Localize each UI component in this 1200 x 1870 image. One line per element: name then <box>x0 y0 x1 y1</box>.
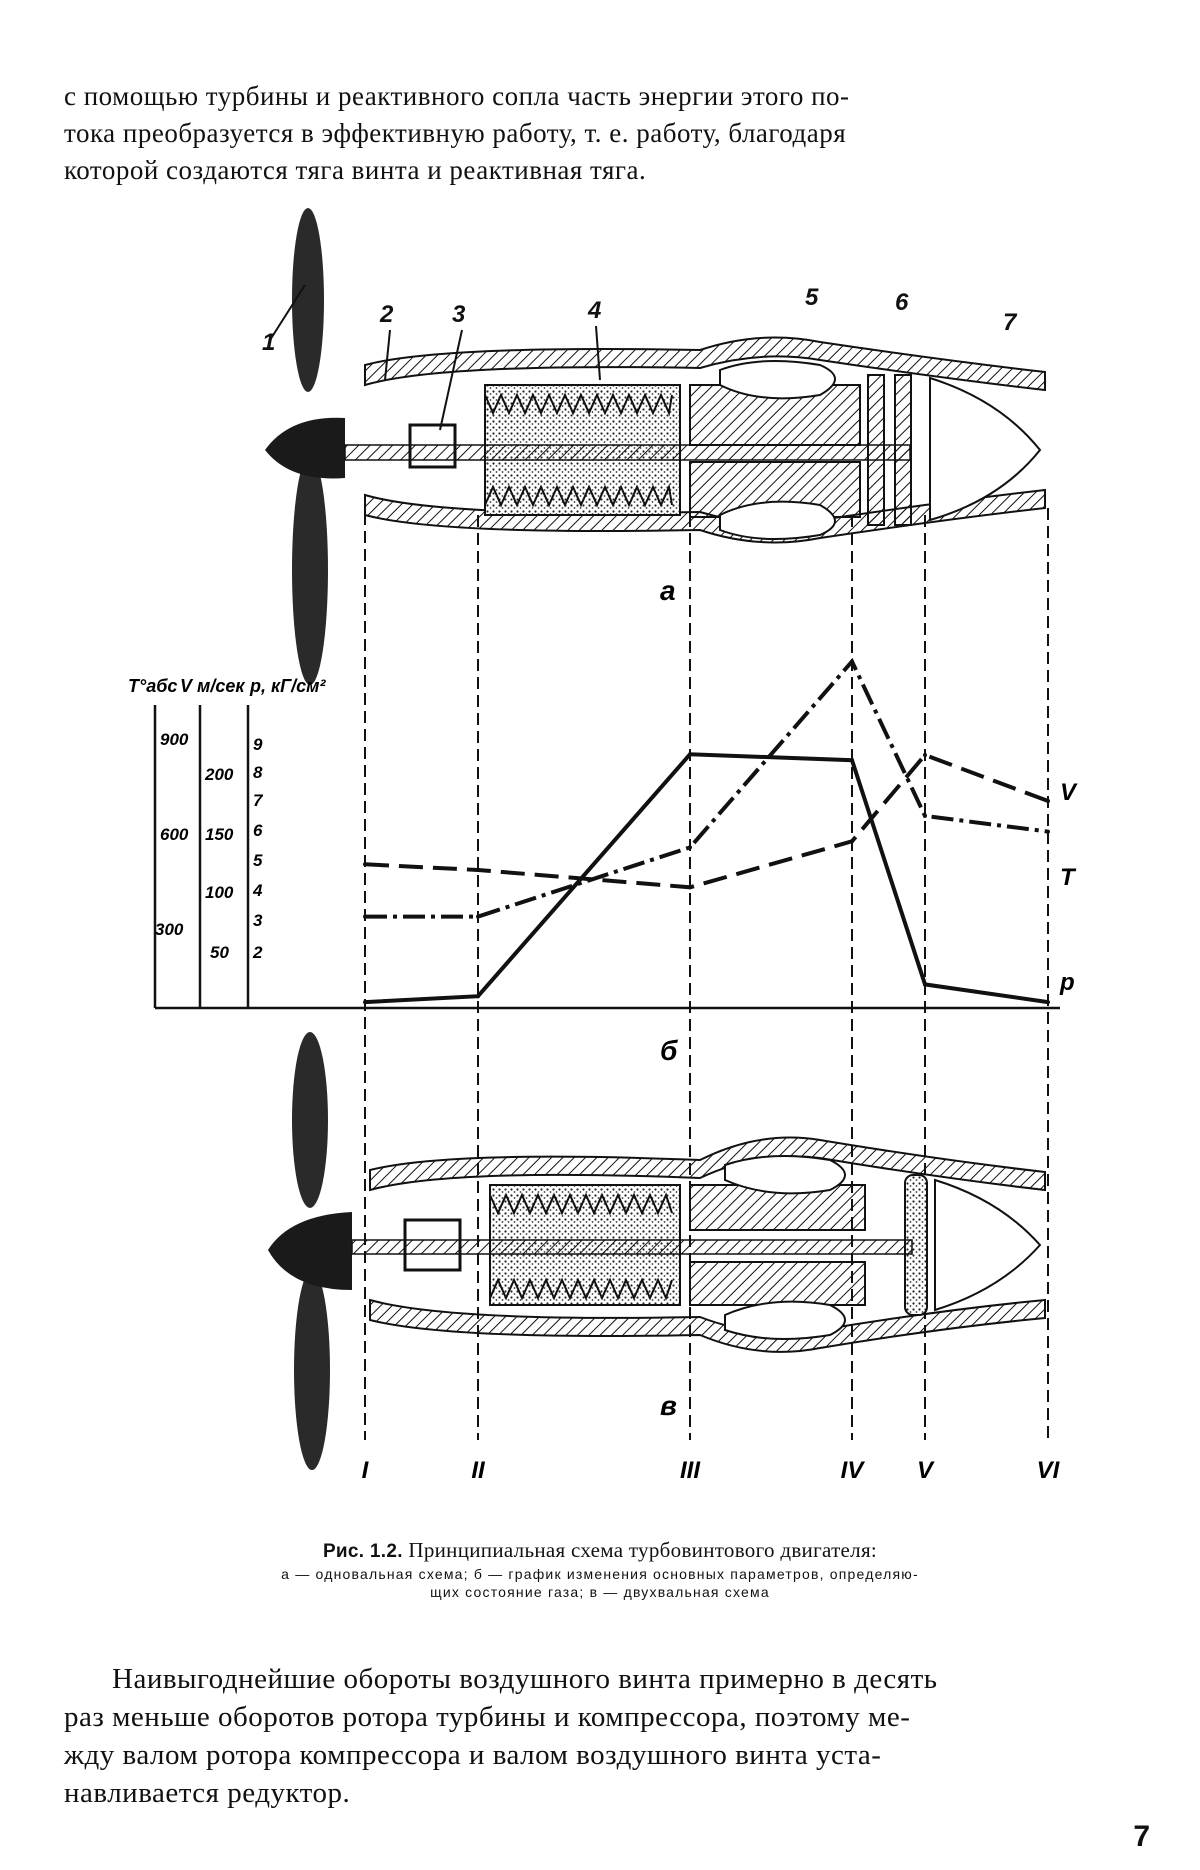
t-tick: 600 <box>160 825 189 844</box>
curve-label-p: p <box>1059 969 1075 996</box>
data-point-t <box>476 914 480 919</box>
text-line: раз меньше оборотов ротора турбины и ком… <box>64 1701 911 1733</box>
propeller-blade <box>292 455 328 685</box>
data-point-v <box>1046 799 1050 803</box>
engine-twin-shaft <box>268 1032 1046 1470</box>
section-label-iv: IV <box>841 1457 866 1484</box>
top-paragraph: с помощью турбины и реактивного сопла ча… <box>64 78 1156 189</box>
section-label-i: I <box>362 1457 370 1484</box>
t-tick: 900 <box>160 730 189 749</box>
caption-prefix: Рис. 1.2. <box>322 1541 403 1562</box>
gas-parameters-chart: T°абс V м/сек p, кГ/см² 900 600 300 200 … <box>128 657 1078 1010</box>
p-tick: 8 <box>253 763 263 782</box>
p-tick: 5 <box>253 851 263 870</box>
part-label-5: 5 <box>805 284 819 311</box>
p-tick: 7 <box>253 791 264 810</box>
page-number: 7 <box>1133 1820 1150 1853</box>
p-tick: 3 <box>253 911 263 930</box>
caption-title: Рис. 1.2. Принципиальная схема турбовинт… <box>130 1537 1070 1565</box>
part-label-2: 2 <box>379 301 394 328</box>
propeller-blade <box>292 208 324 392</box>
caption-text: Принципиальная схема турбовинтового двиг… <box>408 1538 878 1562</box>
text-line: тока преобразуется в эффективную работу,… <box>64 118 847 148</box>
spinner <box>268 1212 352 1290</box>
p-tick: 4 <box>252 881 263 900</box>
text-line: которой создаются тяга винта и реактивна… <box>64 155 647 185</box>
text-line: с помощью турбины и реактивного сопла ча… <box>64 81 850 111</box>
part-label-3: 3 <box>452 301 466 328</box>
combustion-chamber <box>724 1155 846 1195</box>
view-label-b: б <box>660 1035 678 1066</box>
part-label-7: 7 <box>1003 309 1018 336</box>
series-line-v <box>364 752 1049 890</box>
data-point-p <box>688 752 692 757</box>
curve-label-v: V <box>1060 779 1078 806</box>
p-tick: 9 <box>253 735 263 754</box>
data-point-v <box>688 885 692 890</box>
section-lines <box>364 495 1049 1440</box>
v-tick: 200 <box>204 765 234 784</box>
data-point-t <box>688 845 692 850</box>
engine-single-shaft <box>265 208 1046 685</box>
section-label-iii: III <box>680 1457 701 1484</box>
view-label-c: в <box>660 1390 677 1421</box>
data-point-v <box>850 839 854 844</box>
part-labels: 1 2 3 4 5 6 7 <box>262 284 1018 356</box>
axis-label-velocity: V м/сек <box>180 676 245 696</box>
v-tick: 50 <box>210 943 229 962</box>
axis-label-temperature: T°абс <box>128 676 177 696</box>
shaft <box>351 1239 913 1255</box>
bottom-paragraph: Наивыгоднейшие обороты воздушного винта … <box>64 1660 1156 1812</box>
v-tick: 100 <box>205 883 234 902</box>
caption-note: щих состояние газа; в — двухвальная схем… <box>430 1584 770 1600</box>
data-point-p <box>923 982 927 987</box>
axis-label-pressure: p, кГ/см² <box>249 676 326 696</box>
combustion-chamber <box>719 360 836 400</box>
curve-label-t: T <box>1060 864 1077 891</box>
data-point-p <box>476 994 480 999</box>
v-tick: 150 <box>205 825 234 844</box>
data-point-p <box>1046 1000 1050 1005</box>
p-tick: 2 <box>252 943 263 962</box>
data-point-t <box>1046 829 1050 834</box>
data-point-t <box>923 813 927 818</box>
figure-caption: Рис. 1.2. Принципиальная схема турбовинт… <box>130 1537 1070 1601</box>
series-line-t <box>365 657 1049 919</box>
series-line-p <box>364 752 1049 1005</box>
propeller-blade <box>294 1270 330 1470</box>
text-line: Наивыгоднейшие обороты воздушного винта … <box>112 1663 938 1695</box>
caption-note: а — одновальная схема; б — график измене… <box>281 1566 919 1582</box>
exhaust-cone <box>929 376 1042 522</box>
exhaust-cone <box>934 1178 1042 1312</box>
propeller-blade <box>292 1032 328 1208</box>
t-tick: 300 <box>155 920 184 939</box>
spinner <box>265 417 345 479</box>
p-tick: 6 <box>253 821 263 840</box>
turboprop-figure: 1 2 3 4 5 6 7 а T°абс V м/сек p, кГ/см² <box>128 208 1078 1484</box>
text-line: жду валом ротора компрессора и валом воз… <box>64 1739 882 1771</box>
part-label-4: 4 <box>587 297 601 324</box>
data-point-p <box>363 1000 367 1005</box>
data-point-v <box>476 868 480 872</box>
section-label-v: V <box>917 1457 935 1484</box>
data-point-t <box>363 914 367 919</box>
data-point-t <box>850 659 854 664</box>
data-point-v <box>923 753 927 757</box>
part-label-6: 6 <box>895 289 909 316</box>
text-line: навливается редуктор. <box>64 1777 351 1809</box>
section-label-vi: VI <box>1037 1457 1061 1484</box>
view-label-a: а <box>660 575 676 606</box>
data-point-v <box>363 862 367 867</box>
data-point-p <box>850 758 854 763</box>
section-label-ii: II <box>471 1457 486 1484</box>
shaft <box>344 444 911 461</box>
